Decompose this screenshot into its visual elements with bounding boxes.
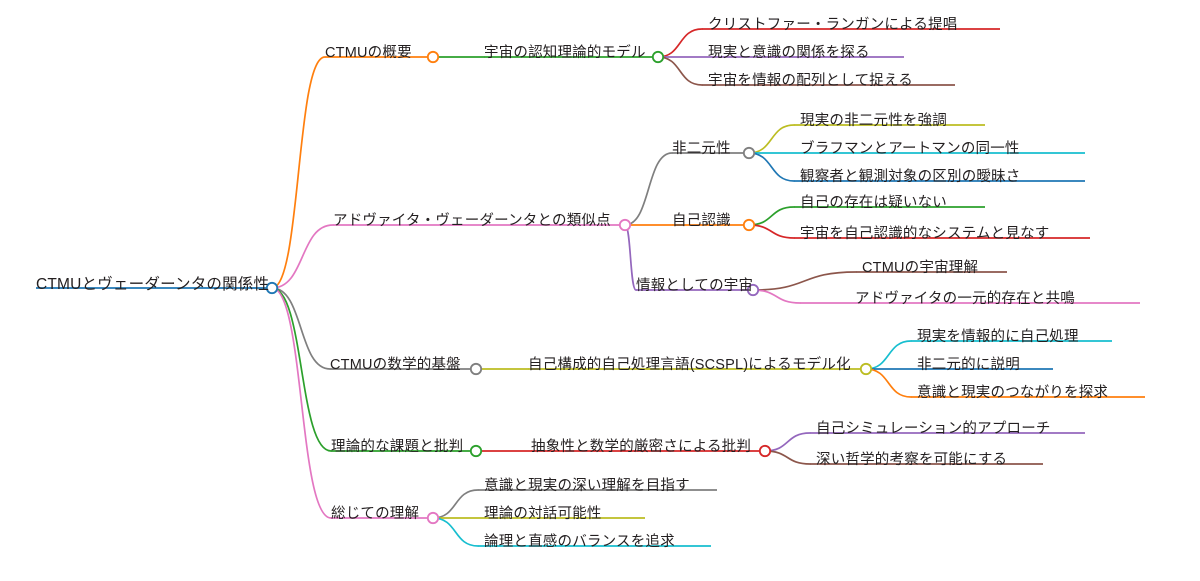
mindmap-node-b2[interactable]: アドヴァイタ・ヴェーダーンタとの類似点 <box>333 213 611 229</box>
node-marker[interactable] <box>469 444 483 458</box>
mindmap-node-b2c2[interactable]: 自己認識 <box>672 213 731 229</box>
node-marker[interactable] <box>618 218 632 232</box>
mindmap-edge <box>748 224 795 239</box>
mindmap-node-b2c1l3[interactable]: 観察者と観測対象の区別の曖昧さ <box>800 169 1021 185</box>
mindmap-node-b3[interactable]: CTMUの数学的基盤 <box>330 357 461 373</box>
mindmap-node-b4[interactable]: 理論的な課題と批判 <box>331 439 464 455</box>
node-marker[interactable] <box>651 50 665 64</box>
mindmap-edge <box>271 224 334 289</box>
node-marker[interactable] <box>469 362 483 376</box>
mindmap-node-b3c1l2[interactable]: 非二元的に説明 <box>917 357 1020 373</box>
mindmap-node-b3c1l3[interactable]: 意識と現実のつながりを探求 <box>917 385 1109 401</box>
mindmap-edge <box>748 152 795 182</box>
node-marker[interactable] <box>742 218 756 232</box>
mindmap-node-b2c1[interactable]: 非二元性 <box>672 141 731 157</box>
mindmap-edge <box>865 340 912 370</box>
mindmap-node-b1c1l2[interactable]: 現実と意識の関係を探る <box>708 45 870 61</box>
mindmap-edge <box>271 287 331 370</box>
mindmap-edge <box>271 287 332 519</box>
mindmap-node-b4c1[interactable]: 抽象性と数学的厳密さによる批判 <box>531 439 752 455</box>
mindmap-node-b5l1[interactable]: 意識と現実の深い理解を目指す <box>484 478 690 494</box>
mindmap-node-b4c1l2[interactable]: 深い哲学的考察を可能にする <box>816 452 1008 468</box>
mindmap-edge <box>271 56 326 289</box>
mindmap-node-b1[interactable]: CTMUの概要 <box>325 45 412 61</box>
mindmap-node-b2c3l2[interactable]: アドヴァイタの一元的存在と共鳴 <box>855 291 1075 307</box>
node-marker-group <box>265 50 873 525</box>
mindmap-node-b2c3l1[interactable]: CTMUの宇宙理解 <box>862 260 979 276</box>
node-marker[interactable] <box>265 281 279 295</box>
node-marker[interactable] <box>746 283 760 297</box>
mindmap-node-b1c1l1[interactable]: クリストファー・ランガンによる提唱 <box>708 17 958 33</box>
mindmap-edge <box>624 224 637 291</box>
node-marker[interactable] <box>758 444 772 458</box>
mindmap-node-b2c2l1[interactable]: 自己の存在は疑いない <box>800 195 947 211</box>
mindmap-node-b2c1l2[interactable]: ブラフマンとアートマンの同一性 <box>800 141 1020 157</box>
mindmap-node-b5l3[interactable]: 論理と直感のバランスを追求 <box>484 534 675 550</box>
mindmap-edge <box>271 287 332 452</box>
mindmap-edge <box>764 450 811 465</box>
mindmap-edge <box>748 206 795 226</box>
node-marker[interactable] <box>426 511 440 525</box>
mindmap-root-node[interactable]: CTMUとヴェーダーンタの関係性 <box>36 276 270 293</box>
edge-group <box>271 28 912 547</box>
mindmap-edge <box>865 368 912 398</box>
mindmap-node-b2c2l2[interactable]: 宇宙を自己認識的なシステムと見なす <box>800 226 1050 242</box>
mindmap-node-b4c1l1[interactable]: 自己シミュレーション的アプローチ <box>816 421 1051 437</box>
mindmap-node-b3c1[interactable]: 自己構成的自己処理言語(SCSPL)によるモデル化 <box>528 357 851 373</box>
mindmap-node-b2c3[interactable]: 情報としての宇宙 <box>636 278 754 294</box>
mindmap-node-b1c1[interactable]: 宇宙の認知理論的モデル <box>484 45 646 61</box>
mindmap-edge <box>657 56 703 86</box>
mindmap-edge <box>432 489 479 519</box>
mindmap-node-b5[interactable]: 総じての理解 <box>331 506 420 522</box>
node-marker[interactable] <box>426 50 440 64</box>
node-marker[interactable] <box>742 146 756 160</box>
node-marker[interactable] <box>859 362 873 376</box>
mindmap-edge <box>748 124 795 154</box>
mindmap-edge <box>657 28 703 58</box>
mindmap-node-b5l2[interactable]: 理論の対話可能性 <box>484 506 602 522</box>
mindmap-node-b1c1l3[interactable]: 宇宙を情報の配列として捉える <box>708 73 913 89</box>
mindmap-edge <box>432 517 479 547</box>
underline-group <box>36 28 1145 547</box>
mindmap-node-b3c1l1[interactable]: 現実を情報的に自己処理 <box>917 329 1079 345</box>
mindmap-edge <box>752 271 857 291</box>
mindmap-edge <box>764 432 811 452</box>
mindmap-node-b2c1l1[interactable]: 現実の非二元性を強調 <box>800 113 947 129</box>
mindmap-edge <box>624 152 673 226</box>
mindmap-edge <box>752 289 801 304</box>
